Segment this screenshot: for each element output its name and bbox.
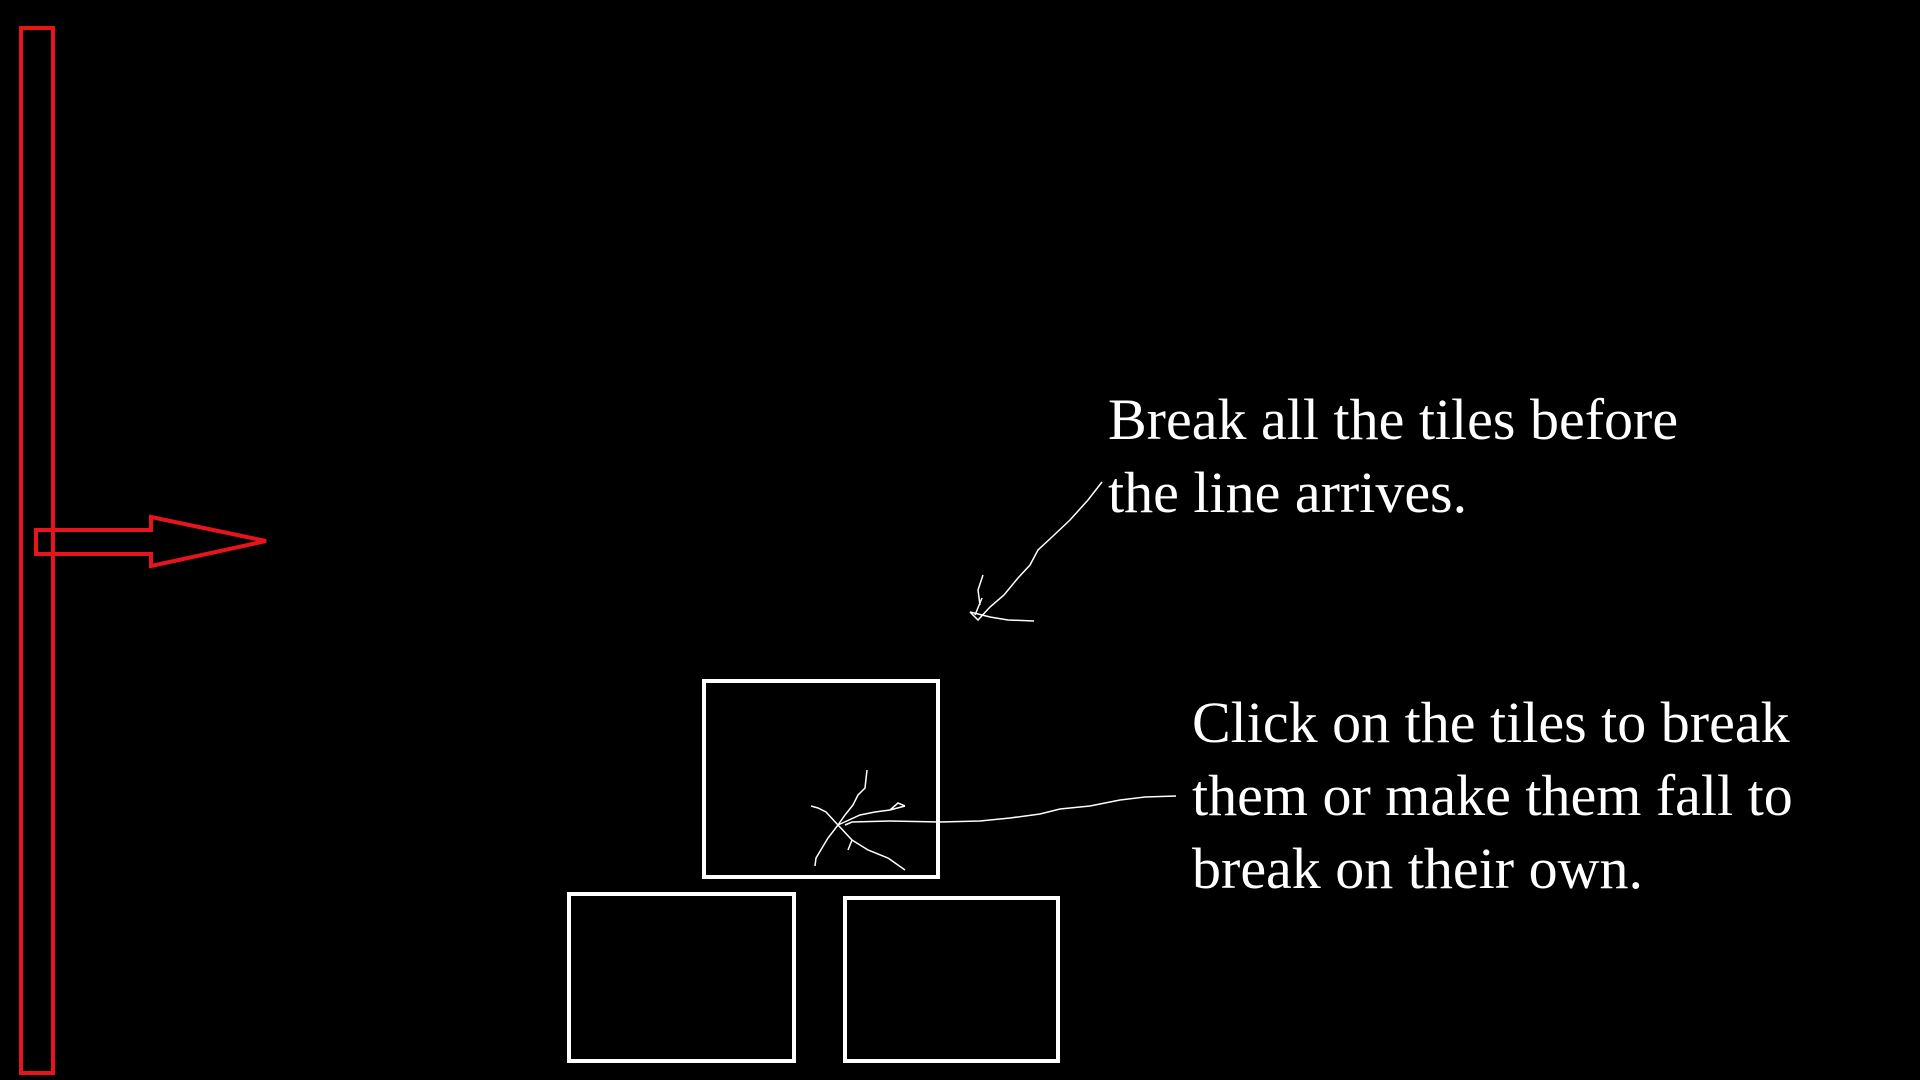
tile-crack — [810, 769, 906, 871]
tile-bottom-right[interactable] — [843, 896, 1060, 1063]
instruction-goal: Break all the tiles before the line arri… — [1108, 387, 1679, 525]
top-hint-pointer — [969, 481, 1103, 622]
instruction-controls: Click on the tiles to break them or make… — [1192, 690, 1793, 901]
bottom-hint-pointer — [844, 795, 1177, 826]
arrow-right-icon — [34, 514, 267, 569]
deadline-line — [19, 26, 55, 1075]
tile-bottom-left[interactable] — [567, 892, 796, 1063]
tile-top[interactable] — [702, 679, 940, 879]
